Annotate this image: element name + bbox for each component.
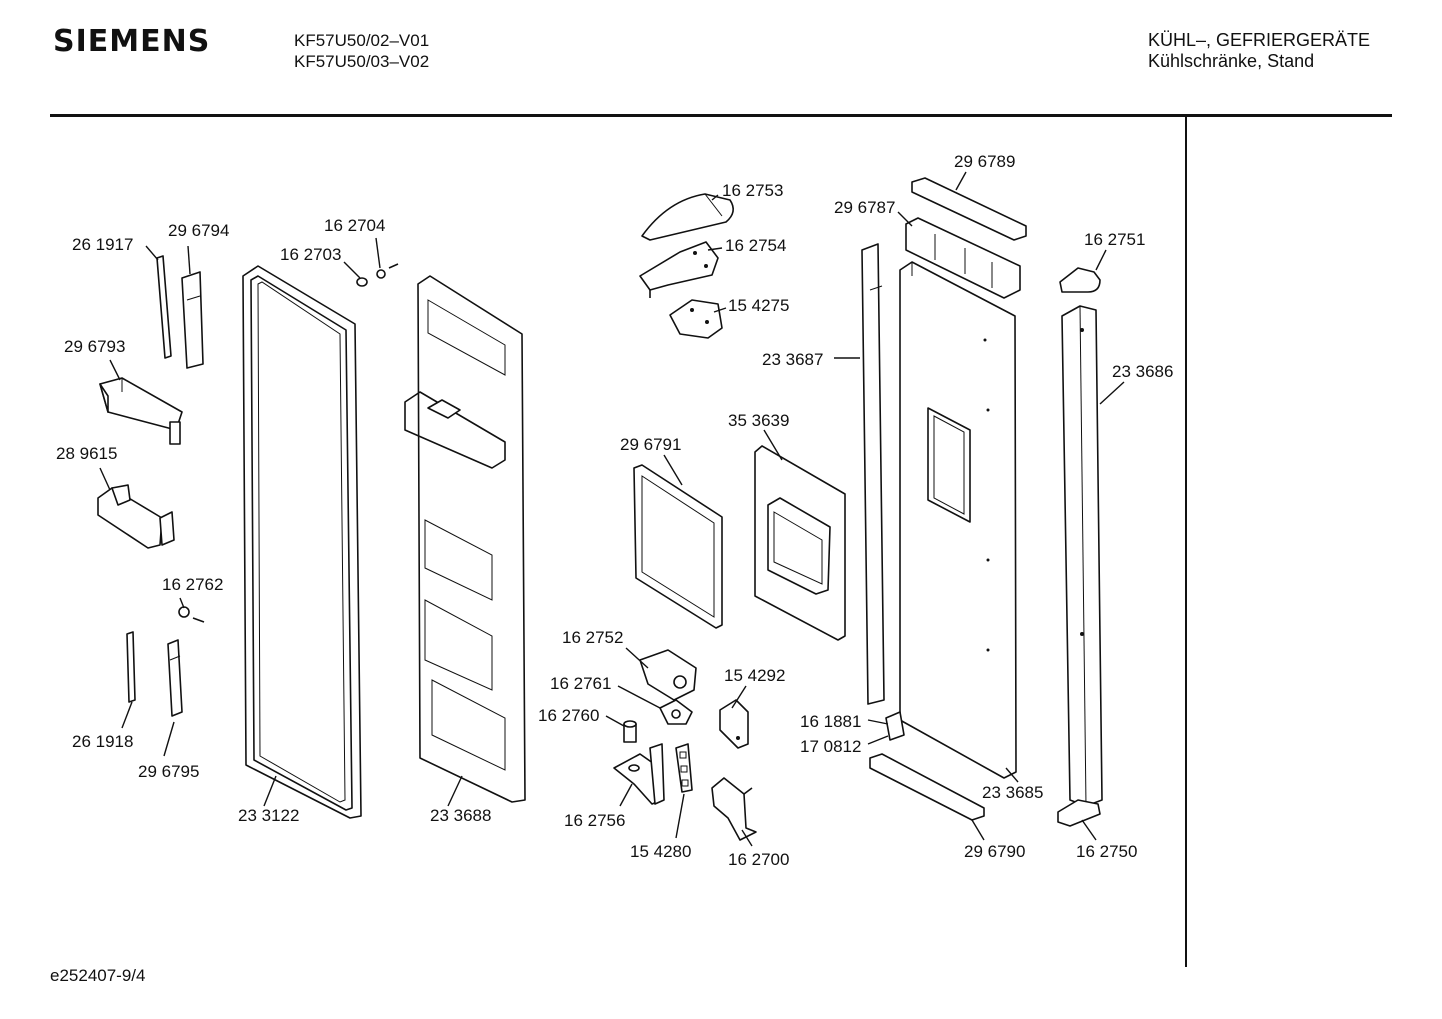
part-label: 16 2750: [1076, 842, 1137, 861]
part-drawing-162700: [711, 777, 757, 841]
part-drawing-233688: [404, 275, 526, 803]
part-label: 29 6787: [834, 198, 895, 217]
part-drawing-296791: [633, 464, 723, 629]
part-label: 29 6789: [954, 152, 1015, 171]
part-label: 15 4280: [630, 842, 691, 861]
part-drawing-296790: [869, 753, 985, 821]
part-drawing-162752: [639, 649, 697, 701]
part-label: 29 6791: [620, 435, 681, 454]
part-label: 16 2762: [162, 575, 223, 594]
part-drawing-162760: [623, 720, 637, 743]
part-label: 17 0812: [800, 737, 861, 756]
leader-lines: [99, 171, 1125, 847]
part-label: 16 1881: [800, 712, 861, 731]
brand-logo: SIEMENS: [53, 24, 211, 59]
part-drawing-353639: [754, 445, 846, 641]
part-label: 35 3639: [728, 411, 789, 430]
part-drawing-289615: [97, 484, 175, 549]
header-divider: [50, 114, 1392, 117]
part-label: 23 3688: [430, 806, 491, 825]
category-line-1: KÜHL–, GEFRIERGERÄTE: [1148, 30, 1371, 50]
part-label: 16 2704: [324, 216, 385, 235]
part-drawing-162750: [1057, 799, 1101, 827]
part-drawing-screws-top: [356, 263, 399, 287]
part-drawing-296794: [181, 271, 204, 369]
part-label: 23 3687: [762, 350, 823, 369]
model-line-2: KF57U50/03–V02: [294, 52, 430, 71]
part-label: 15 4275: [728, 296, 789, 315]
part-label: 16 2754: [725, 236, 786, 255]
part-drawing-261917: [156, 255, 172, 359]
model-line-1: KF57U50/02–V01: [294, 31, 430, 50]
part-label: 28 9615: [56, 444, 117, 463]
part-drawing-233685: [899, 261, 1017, 779]
part-drawing-233122: [242, 265, 362, 819]
sidebar-divider: [1185, 117, 1187, 967]
part-label: 16 2761: [550, 674, 611, 693]
part-drawing-162756: [613, 743, 665, 805]
part-label: 16 2751: [1084, 230, 1145, 249]
part-label: 26 1918: [72, 732, 133, 751]
drawing-id: e252407-9/4: [50, 966, 146, 985]
part-label: 23 3685: [982, 783, 1043, 802]
part-drawing-162762: [178, 606, 205, 623]
part-drawing-233686: [1061, 305, 1103, 807]
part-label: 16 2753: [722, 181, 783, 200]
part-drawing-162754: [639, 241, 719, 298]
part-drawing-162753: [641, 193, 734, 241]
part-label: 16 2703: [280, 245, 341, 264]
part-drawing-154275: [669, 299, 723, 339]
part-drawing-296793: [99, 377, 183, 445]
part-drawing-162761: [659, 699, 693, 725]
part-drawing-261918: [126, 631, 136, 703]
model-numbers: KF57U50/02–V01 KF57U50/03–V02: [294, 30, 429, 72]
part-label: 16 2700: [728, 850, 789, 869]
part-label: 23 3122: [238, 806, 299, 825]
part-label: 16 2756: [564, 811, 625, 830]
part-label: 29 6793: [64, 337, 125, 356]
part-label: 16 2760: [538, 706, 599, 725]
part-label: 29 6790: [964, 842, 1025, 861]
part-drawing-154280: [675, 743, 693, 793]
part-drawing-296789: [911, 177, 1027, 241]
part-label: 29 6794: [168, 221, 229, 240]
part-drawing-162751: [1059, 267, 1101, 293]
appliance-category: KÜHL–, GEFRIERGERÄTE Kühlschränke, Stand: [1148, 30, 1370, 72]
part-label: 15 4292: [724, 666, 785, 685]
part-drawing-296787: [905, 217, 1021, 299]
part-label: 29 6795: [138, 762, 199, 781]
part-label: 26 1917: [72, 235, 133, 254]
part-labels: 26 1917 29 6794 16 2704 16 2703 29 6793 …: [56, 152, 1173, 869]
part-drawing-161881-170812: [885, 711, 905, 741]
part-label: 16 2752: [562, 628, 623, 647]
category-line-2: Kühlschränke, Stand: [1148, 51, 1315, 71]
part-drawing-296795: [167, 639, 183, 717]
part-drawing-154292: [719, 699, 749, 749]
part-drawing-233687: [861, 243, 885, 705]
part-label: 23 3686: [1112, 362, 1173, 381]
